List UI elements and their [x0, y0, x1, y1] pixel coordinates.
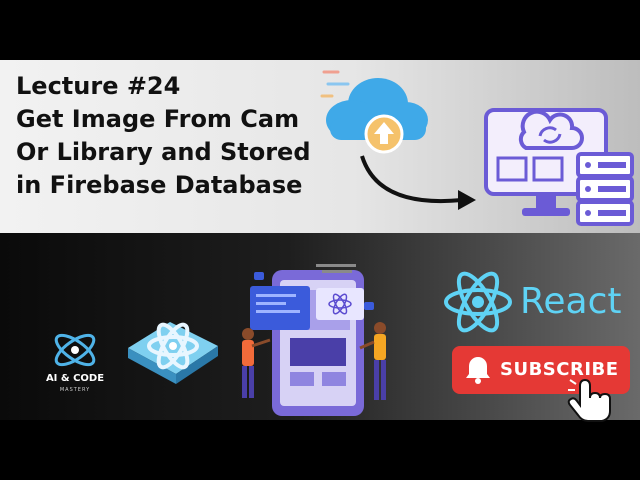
react-logo-icon — [444, 271, 512, 333]
bell-icon — [466, 357, 490, 384]
subscribe-label: SUBSCRIBE — [500, 359, 619, 380]
title-line: in Firebase Database — [16, 171, 303, 199]
developer-illustration — [242, 264, 386, 416]
logo-tagline: MASTERY — [59, 387, 91, 393]
ai-code-logo-icon — [54, 333, 96, 367]
title-line: Get Image From Cam — [16, 105, 300, 133]
hand-cursor-icon — [567, 378, 611, 422]
cloud-server-icon — [484, 108, 634, 226]
title-line: Lecture #24 — [16, 72, 181, 100]
react-label: React — [520, 281, 622, 322]
upload-cloud-icon — [320, 70, 428, 154]
logo-name: AI & CODE — [45, 373, 105, 384]
title-line: Or Library and Stored — [16, 138, 311, 166]
atom-logo-icon — [128, 322, 218, 384]
arrow-icon — [360, 155, 476, 210]
lecture-title: Lecture #24 Get Image From Cam Or Librar… — [16, 70, 311, 202]
